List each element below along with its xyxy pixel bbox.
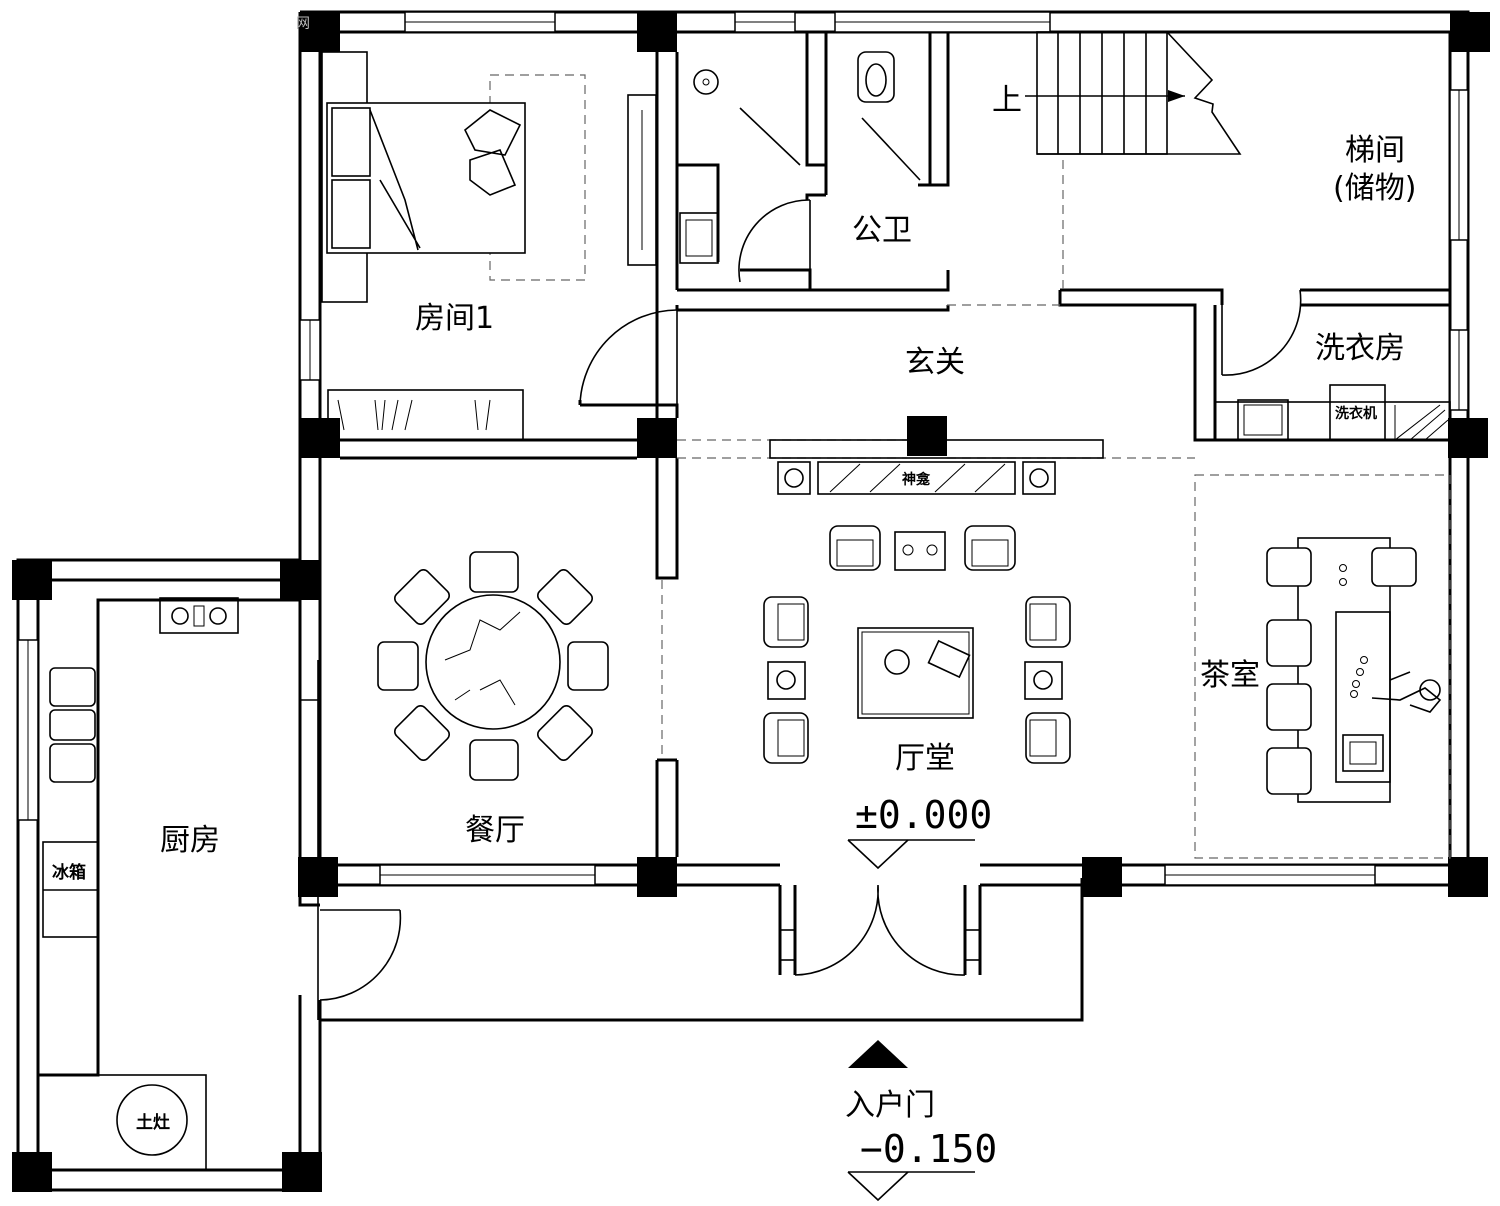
dining-table bbox=[377, 551, 609, 781]
level-entrance: −0.150 bbox=[860, 1127, 997, 1171]
stair bbox=[1025, 31, 1242, 155]
label-fridge: 冰箱 bbox=[52, 862, 86, 883]
tea-room-furniture bbox=[1266, 537, 1442, 803]
label-tea-room: 茶室 bbox=[1200, 658, 1260, 693]
level-labels: ±0.000 −0.150 bbox=[855, 793, 997, 1171]
structural-columns bbox=[12, 12, 1490, 1192]
watermark: 网 bbox=[296, 16, 310, 32]
label-kitchen: 厨房 bbox=[160, 823, 220, 858]
fixture-labels: 冰箱 土灶 洗衣机 神龛 bbox=[52, 405, 1377, 1133]
label-stair-line2: (储物) bbox=[1333, 171, 1416, 206]
windows bbox=[17, 11, 1469, 886]
doors bbox=[300, 199, 1302, 1001]
level-hall: ±0.000 bbox=[855, 793, 992, 837]
bedroom-furniture bbox=[321, 51, 657, 441]
label-stair-up: 上 bbox=[992, 83, 1022, 118]
bed bbox=[326, 102, 526, 254]
room-labels: 房间1 公卫 梯间 (储物) 上 玄关 洗衣房 餐厅 厅堂 茶室 厨房 入户门 bbox=[160, 83, 1416, 1123]
label-foyer: 玄关 bbox=[905, 345, 965, 380]
label-dining: 餐厅 bbox=[465, 813, 525, 848]
kitchen-fixtures bbox=[37, 597, 239, 1171]
label-stove: 土灶 bbox=[136, 1112, 170, 1133]
label-shrine: 神龛 bbox=[902, 471, 931, 488]
label-entrance: 入户门 bbox=[845, 1088, 935, 1123]
laundry-fixtures bbox=[1214, 384, 1451, 441]
hall-furniture bbox=[767, 439, 1104, 719]
label-room1: 房间1 bbox=[415, 301, 494, 336]
label-stair-line1: 梯间 bbox=[1345, 133, 1405, 168]
elevation-markers bbox=[847, 839, 975, 1202]
label-hall: 厅堂 bbox=[895, 741, 955, 776]
label-laundry: 洗衣房 bbox=[1315, 331, 1405, 366]
bathroom-fixtures bbox=[679, 51, 921, 264]
hall-chairs bbox=[763, 525, 1071, 764]
label-washer: 洗衣机 bbox=[1335, 405, 1377, 422]
interior-walls bbox=[38, 32, 1450, 1077]
label-public-toilet: 公卫 bbox=[852, 213, 912, 248]
